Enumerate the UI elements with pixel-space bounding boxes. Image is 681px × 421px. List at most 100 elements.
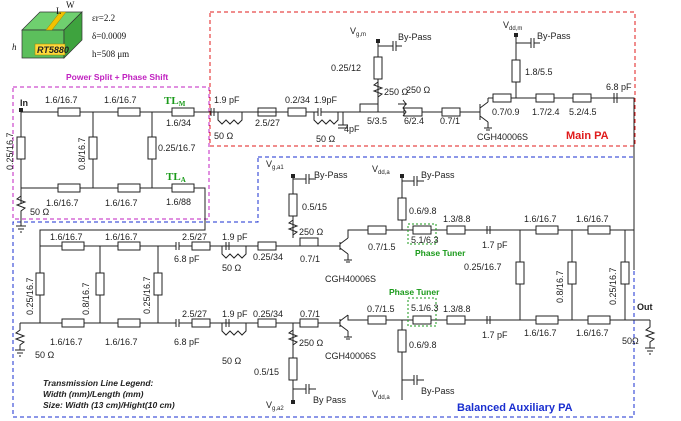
vddm-port [514,33,518,37]
split-right-label: 0.25/16.7 [158,143,196,153]
vgm-label: Vg,m [350,26,366,38]
vga2-label: Vg,a2 [266,400,284,412]
split-top-line-2 [117,107,141,117]
comb-bot-1-label: 1.6/16.7 [524,328,557,338]
substrate-name-box [34,43,66,56]
comb-bot-line-1 [535,315,559,325]
split-tlm-line [171,107,195,117]
aux-bot-2-label: 1.6/16.7 [105,337,138,347]
power-split-box [12,86,210,220]
aux-pa1-network: 2.5/27 1.9 pF 50 Ω 0.25/34 0.7/1 Vg,a1 B… [179,159,520,284]
a2-phase-tuner-box [407,297,437,327]
aux-bot-line-2 [117,318,141,328]
vga1-port [291,174,295,178]
a1-phase-tuner-box [407,223,437,245]
comb-right-label: 0.25/16.7 [608,267,618,305]
comb-top-2-label: 1.6/16.7 [576,214,609,224]
aux-mid-stub [95,272,105,296]
aux-hybrid-network: 1.6/16.7 1.6/16.7 0.25/16.7 0.8/16.7 0.2… [14,232,200,360]
split-top-1-label: 1.6/16.7 [45,95,78,105]
a2-r-label: 50 Ω [222,356,242,366]
a1-out-tl2 [446,225,466,235]
a1-d1-label: 0.6/9.8 [409,206,437,216]
main-g2-label: 250 Ω [384,87,409,97]
power-split-network: In 1.6/16.7 1.6/16.7 TLM 1.6/34 0.25/16.… [5,95,206,246]
main-pa-network: 1.9 pF 50 Ω 2.5/27 0.2/34 1.9pF 50 Ω 4pF… [200,20,635,270]
a1-r-label: 50 Ω [222,263,242,273]
a2-phase-line [412,315,432,325]
a2-gate-line [288,357,298,381]
legend-line-3: Size: Width (13 cm)/Hight(10 cm) [43,400,175,410]
aux-term-label: 50 Ω [35,350,55,360]
vga2-port [291,400,295,404]
main-c4-label: 6.8 pF [606,82,632,92]
split-to-aux-wire [39,187,206,246]
a1-drain-line [397,197,407,221]
main-out-tl2 [535,93,555,103]
split-tla-dim: 1.6/88 [166,197,191,207]
main-o2-label: 1.7/2.4 [532,107,560,117]
aux-pa2-network: 2.5/27 1.9 pF 50 Ω 0.25/34 0.7/1 250 Ω 0… [179,287,520,412]
output-port-label: Out [637,302,653,312]
a2-tl1 [191,318,211,328]
comb-left-label: 0.25/16.7 [464,262,502,272]
a2-ph-label: 5.1/6.3 [411,303,439,313]
split-tla-line [171,183,195,193]
aux-pa-box [12,156,635,418]
a2-out-tl1 [367,315,387,325]
a1-phase-line [412,225,432,235]
a2-transistor-label: CGH40006S [325,351,376,361]
a2-g1-label: 0.5/15 [254,367,279,377]
a1-o2-label: 1.3/8.8 [443,214,471,224]
out-term-label: 50Ω [622,336,639,346]
split-mid-label: 0.8/16.7 [77,137,87,170]
comb-top-line-1 [535,225,559,235]
a2-o1-label: 0.7/1.5 [367,304,395,314]
comb-mid-stub [567,261,577,285]
input-port-label: In [20,98,28,108]
legend-line-2: Width (mm)/Length (mm) [43,389,144,399]
tl-a-label: TLA [166,171,186,184]
aux-c68a-label: 6.8 pF [174,254,200,264]
substrate-delta: δ=0.0009 [92,31,127,41]
comb-top-1-label: 1.6/16.7 [524,214,557,224]
vgm-bypass: By-Pass [398,32,432,42]
main-tl5 [441,107,461,117]
main-tl3-label: 5/3.5 [367,116,387,126]
main-o1-label: 0.7/0.9 [492,107,520,117]
input-port [19,108,23,112]
main-tl1-label: 2.5/27 [255,118,280,128]
aux-c68b-label: 6.8 pF [174,337,200,347]
a1-g2-label: 250 Ω [299,227,324,237]
substrate-name: RT5880 [37,45,69,55]
comb-bot-line-2 [587,315,611,325]
substrate-l-label: L [56,6,62,16]
a2-d1-label: 0.6/9.8 [409,340,437,350]
main-o3-label: 5.2/4.5 [569,107,597,117]
a2-c2-label: 1.7 pF [482,330,508,340]
substrate-h-label: h [12,42,17,52]
main-pa-title: Main PA [566,130,609,142]
split-tlm-dim: 1.6/34 [166,118,191,128]
aux-mid-label: 0.8/16.7 [81,282,91,315]
split-top-2-label: 1.6/16.7 [104,95,137,105]
main-tl3 [359,103,379,113]
vdda1-bypass: By-Pass [421,170,455,180]
main-c2-label: 1.9pF [314,95,338,105]
split-bot-line-2 [117,183,141,193]
comb-top-line-2 [587,225,611,235]
a1-g1-label: 0.5/15 [302,202,327,212]
main-g3-label: 250 Ω [406,85,431,95]
output-combiner-network: 1.6/16.7 1.6/16.7 0.25/16.7 0.8/16.7 0.2… [464,214,656,355]
a2-tl3 [299,318,319,328]
substrate-inset: RT5880 h W L εr=2.2 δ=0.0009 h=508 μm [12,0,129,59]
aux-right-stub [153,272,163,296]
aux-top-2-label: 1.6/16.7 [105,232,138,242]
aux-left-label: 0.25/16.7 [25,277,35,315]
split-right-stub [147,136,157,160]
aux-top-line-2 [117,241,141,251]
aux-left-stub [35,272,45,296]
a2-tl1-label: 2.5/27 [182,309,207,319]
a1-out-tl1 [367,225,387,235]
